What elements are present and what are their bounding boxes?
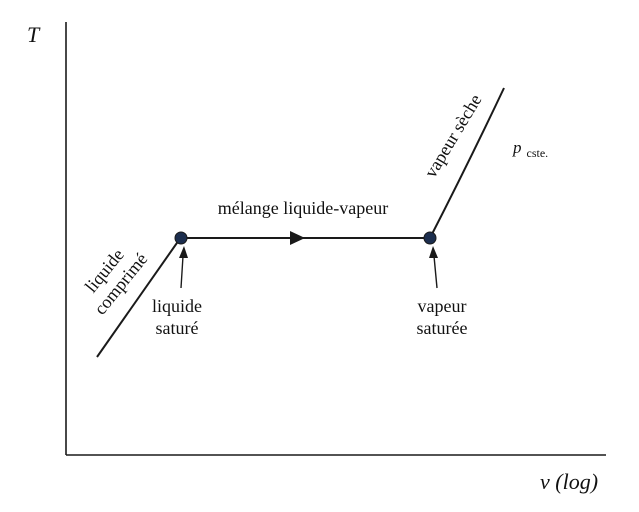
y-axis-label: T <box>27 22 41 47</box>
dry-vapor-curve <box>429 87 505 239</box>
pressure-symbol: p <box>512 138 522 157</box>
saturated-vapor-label-line2: saturée <box>417 318 468 338</box>
saturated-vapor-label-line1: vapeur <box>418 296 467 316</box>
saturated-vapor-callout-arrow-icon <box>429 246 438 258</box>
mixture-label: mélange liquide-vapeur <box>218 198 388 218</box>
compressed-liquid-line <box>96 239 180 358</box>
saturated-liquid-callout-arrow-icon <box>179 246 188 258</box>
saturated-liquid-label-line2: saturé <box>156 318 199 338</box>
constant-pressure-label: p cste. <box>512 138 548 160</box>
compressed-liquid-label: liquide comprimé <box>81 245 152 319</box>
saturated-vapor-point <box>423 231 437 245</box>
saturated-vapor-callout-line <box>433 255 438 289</box>
saturated-liquid-label-line1: liquide <box>152 296 202 316</box>
dry-vapor-label-text: vapeur sèche <box>420 91 485 181</box>
x-axis-label: v (log) <box>540 469 598 494</box>
pressure-subscript: cste. <box>527 146 549 160</box>
process-direction-arrow-icon <box>290 231 305 245</box>
saturated-liquid-point <box>174 231 188 245</box>
dry-vapor-label: vapeur sèche <box>420 91 485 181</box>
saturated-liquid-callout-line <box>180 255 184 289</box>
